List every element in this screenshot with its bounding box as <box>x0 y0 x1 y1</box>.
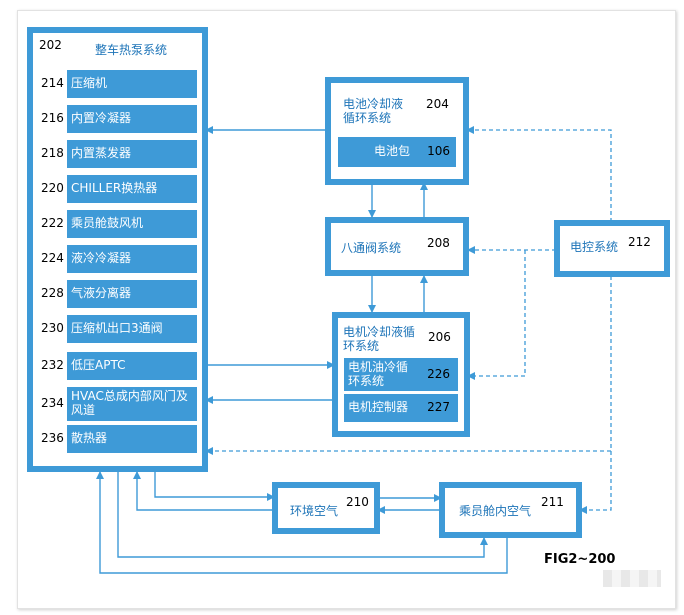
component-label: 低压APTC <box>71 358 126 373</box>
motor-controller-label: 电机控制器 <box>348 400 409 415</box>
component-bar: CHILLER换热器 <box>67 175 197 203</box>
cabin-air-number: 211 <box>541 495 564 509</box>
component-label: 气液分离器 <box>71 286 132 301</box>
main-system-title: 整车热泵系统 <box>95 43 168 57</box>
component-label: HVAC总成内部风门及风道 <box>71 389 188 417</box>
ambient-to-main-arrow <box>133 471 274 511</box>
electronic-control-system: 电控系统 212 <box>554 220 670 277</box>
component-bar: 内置蒸发器 <box>67 140 197 168</box>
battery-pack-number: 106 <box>427 144 450 159</box>
main-to-cabin-arrow <box>117 472 488 558</box>
main-system-number: 202 <box>39 38 62 52</box>
motor-controller: 电机控制器 227 <box>344 394 458 422</box>
motor-oil-cooling-label: 电机油冷循环系统 <box>348 359 409 388</box>
battery-pack-label: 电池包 <box>373 144 410 159</box>
battery-pack: 电池包 106 <box>338 137 456 167</box>
component-label: 乘员舱鼓风机 <box>71 216 144 231</box>
control-number: 212 <box>628 235 651 249</box>
component-bar: 压缩机出口3通阀 <box>67 315 197 343</box>
component-number: 218 <box>41 146 64 160</box>
eight-way-valve-system: 八通阀系统 208 <box>325 217 469 276</box>
motor-controller-number: 227 <box>427 400 450 415</box>
control-title: 电控系统 <box>570 240 619 254</box>
ambient-air-number: 210 <box>346 495 369 509</box>
component-number: 230 <box>41 321 64 335</box>
component-label: 液冷冷凝器 <box>71 251 132 266</box>
figure-label: FIG2~200 <box>544 552 616 567</box>
component-label: 散热器 <box>71 431 108 446</box>
battery-loop-title: 电池冷却液循环系统 <box>343 97 404 126</box>
component-number: 234 <box>41 396 64 410</box>
component-bar: 压缩机 <box>67 70 197 98</box>
component-bar: 低压APTC <box>67 352 197 380</box>
motor-oil-cooling-loop: 电机油冷循环系统 226 <box>344 358 458 391</box>
component-label: 压缩机 <box>71 76 108 91</box>
battery-cooling-loop: 电池冷却液循环系统 204 <box>325 77 469 185</box>
control-to-motor-dashed-arrow <box>467 250 526 380</box>
valve-number: 208 <box>427 236 450 250</box>
component-number: 222 <box>41 216 64 230</box>
component-bar: HVAC总成内部风门及风道 <box>67 387 197 421</box>
component-number: 228 <box>41 286 64 300</box>
component-number: 236 <box>41 431 64 445</box>
component-number: 216 <box>41 111 64 125</box>
component-bar: 内置冷凝器 <box>67 105 197 133</box>
component-label: CHILLER换热器 <box>71 181 158 196</box>
motor-loop-number: 206 <box>428 330 451 344</box>
component-bar: 散热器 <box>67 425 197 453</box>
cabin-air: 乘员舱内空气 211 <box>439 482 582 538</box>
cabin-to-main-arrow <box>96 471 508 574</box>
component-number: 232 <box>41 358 64 372</box>
component-label: 压缩机出口3通阀 <box>71 321 163 336</box>
component-bar: 气液分离器 <box>67 280 197 308</box>
valve-title: 八通阀系统 <box>341 241 402 255</box>
ambient-air-title: 环境空气 <box>290 504 339 518</box>
component-label: 内置蒸发器 <box>71 146 132 161</box>
component-bar: 液冷冷凝器 <box>67 245 197 273</box>
component-bar: 乘员舱鼓风机 <box>67 210 197 238</box>
battery-loop-number: 204 <box>426 97 449 111</box>
component-label: 内置冷凝器 <box>71 111 132 126</box>
component-number: 220 <box>41 181 64 195</box>
component-number: 224 <box>41 251 64 265</box>
watermark <box>603 570 661 587</box>
motor-oil-cooling-number: 226 <box>427 366 450 381</box>
control-to-cabin-dashed-arrow <box>579 451 612 514</box>
control-to-battery-dashed-arrow <box>466 126 612 250</box>
ambient-air: 环境空气 210 <box>272 482 380 534</box>
cabin-air-title: 乘员舱内空气 <box>459 504 532 518</box>
main-to-ambient-arrow <box>154 472 275 501</box>
motor-loop-title: 电机冷却液循环系统 <box>343 325 416 354</box>
figure-frame <box>17 10 676 609</box>
component-number: 214 <box>41 76 64 90</box>
